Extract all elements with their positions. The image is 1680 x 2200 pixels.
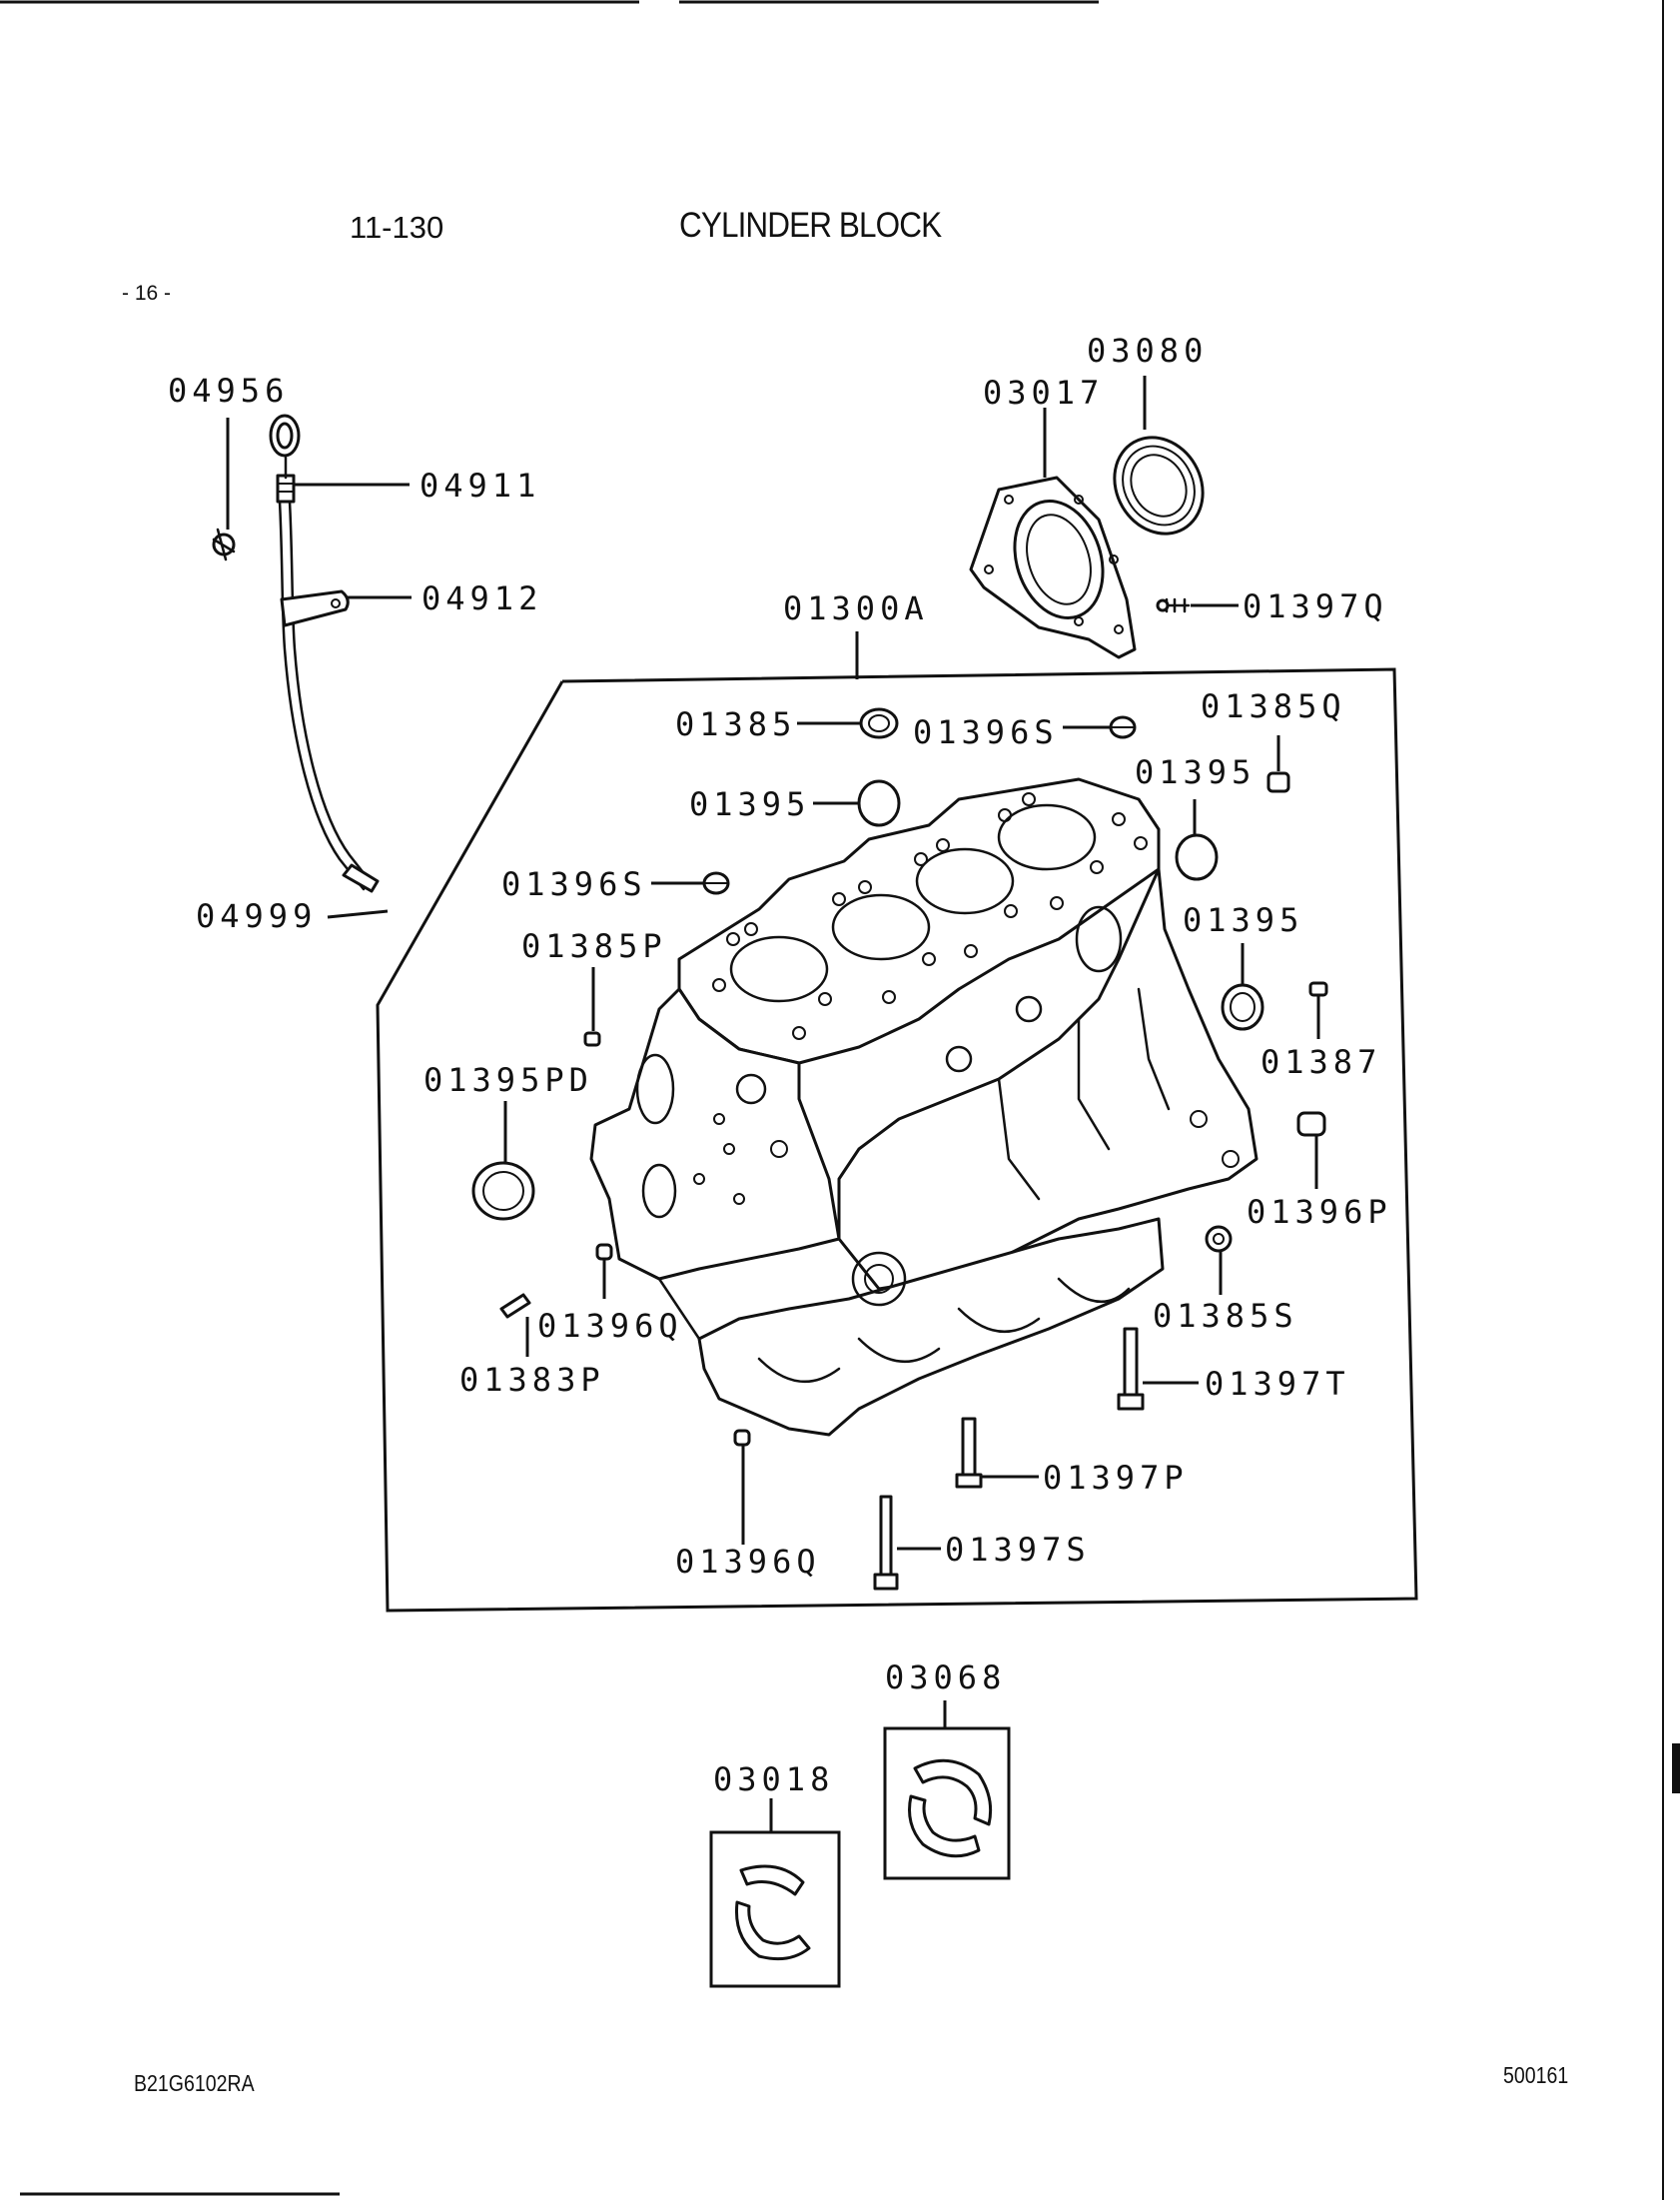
- callout-01385Q: 01385Q: [1201, 687, 1346, 725]
- callout-01385: 01385: [675, 705, 796, 743]
- section-number: 11-130: [350, 210, 444, 245]
- callout-01396Q-b: 01396Q: [675, 1543, 821, 1581]
- bolt-01397S: [873, 1495, 899, 1591]
- plug-01385S: [1205, 1225, 1233, 1253]
- callout-01397P: 01397P: [1043, 1459, 1189, 1497]
- cylinder-block: [589, 777, 1259, 1437]
- callout-01397Q: 01397Q: [1243, 587, 1388, 625]
- callout-01396Q-a: 01396Q: [537, 1307, 683, 1345]
- seal-case-bolt: [1156, 597, 1191, 613]
- drawing-code: B21G6102RA: [134, 2070, 255, 2096]
- pin-01385P: [583, 1031, 601, 1047]
- catalog-code: 500161: [1503, 2062, 1569, 2088]
- callout-01300A: 01300A: [783, 589, 929, 627]
- bearing-kit-03018: [709, 1830, 841, 1988]
- callout-01396P: 01396P: [1247, 1193, 1392, 1231]
- block-assembly-frame: [376, 667, 1418, 1613]
- callout-04999: 04999: [196, 897, 317, 935]
- callout-01397T: 01397T: [1205, 1365, 1350, 1403]
- pin-01396Q-b: [733, 1429, 751, 1447]
- callout-01387: 01387: [1260, 1043, 1381, 1081]
- callout-01395-c: 01395: [1183, 901, 1303, 939]
- callout-04911: 04911: [420, 467, 540, 505]
- sealing-cap-01396S-a: [1109, 715, 1137, 739]
- callout-01396S-a: 01396S: [913, 713, 1059, 751]
- oil-seal: [1113, 436, 1205, 536]
- callout-labels: 04956 04911 04912 04999 03080 03017 0139…: [168, 332, 1392, 1798]
- bearing-kit-03068: [883, 1726, 1011, 1880]
- bolt-01397T: [1117, 1327, 1145, 1411]
- callout-01395-b: 01395: [689, 785, 810, 823]
- callout-03080: 03080: [1087, 332, 1208, 370]
- callout-01396S-b: 01396S: [501, 865, 647, 903]
- callout-01395-a: 01395: [1135, 753, 1256, 791]
- callout-04912: 04912: [421, 579, 542, 617]
- stud-01383P: [499, 1293, 531, 1319]
- callout-01385P: 01385P: [521, 927, 667, 965]
- dowel-01396P: [1296, 1111, 1326, 1137]
- expansion-plug-01385: [859, 707, 899, 739]
- callout-01395PD: 01395PD: [423, 1061, 593, 1099]
- pin-01396Q-a: [595, 1243, 613, 1261]
- plug-01385Q: [1266, 771, 1290, 793]
- plug-01395-a: [857, 779, 901, 827]
- oil-level-gauge: [269, 414, 380, 893]
- plug-01395-c: [1221, 983, 1264, 1031]
- page-title: CYLINDER BLOCK: [679, 206, 942, 245]
- callout-01397S: 01397S: [945, 1531, 1091, 1569]
- oil-seal-case: [969, 476, 1137, 659]
- callout-03017: 03017: [983, 374, 1104, 412]
- leader-lines: [226, 376, 1320, 1832]
- bolt-01397P: [955, 1417, 983, 1489]
- plug-01395-b: [1175, 833, 1219, 881]
- callout-03018: 03018: [713, 1760, 834, 1798]
- callout-01385S: 01385S: [1153, 1297, 1298, 1335]
- pin-01387: [1308, 981, 1328, 997]
- callout-01383P: 01383P: [459, 1361, 605, 1399]
- page-marker: - 16 -: [122, 282, 172, 305]
- bushing-01395PD: [471, 1161, 535, 1221]
- callout-03068: 03068: [885, 1658, 1006, 1696]
- sealing-cap-01396S-b: [702, 871, 730, 895]
- clip-part: [212, 528, 236, 561]
- callout-04956: 04956: [168, 372, 289, 410]
